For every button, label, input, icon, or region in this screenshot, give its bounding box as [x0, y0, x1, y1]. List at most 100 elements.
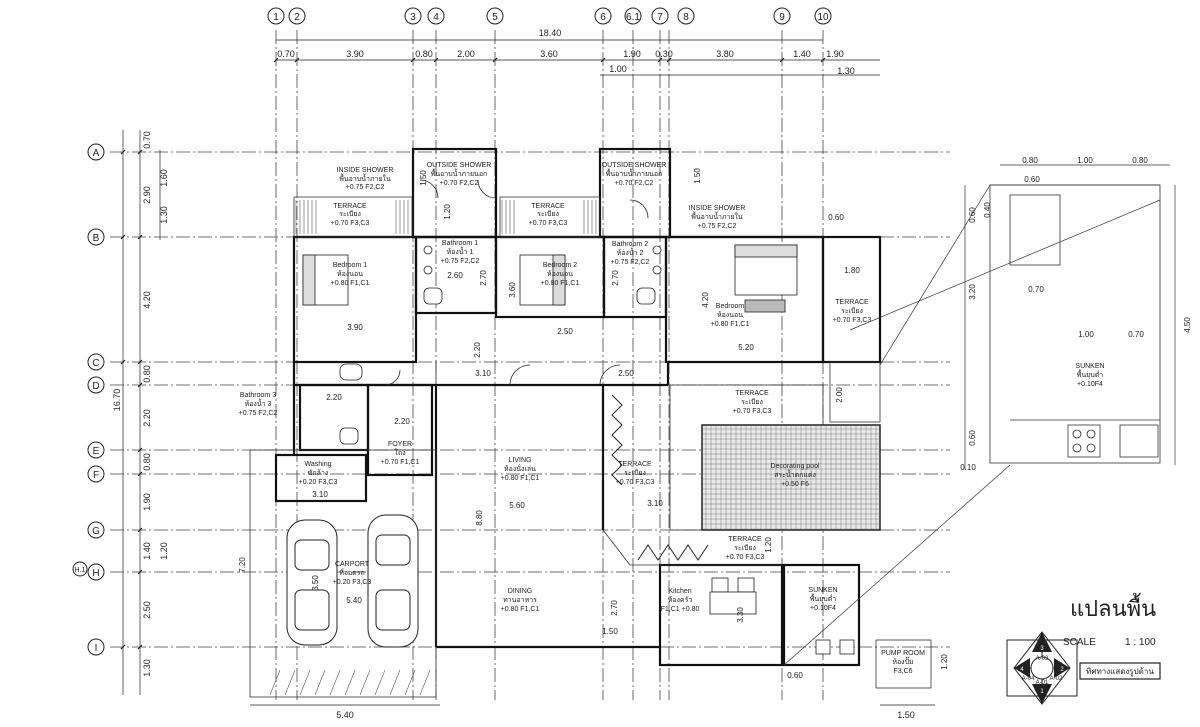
- dim-text: 1.40: [793, 49, 811, 59]
- svg-text:FOYER: FOYER: [388, 441, 412, 448]
- grid-row-label: B: [93, 233, 100, 244]
- dim-text: 5.40: [346, 596, 362, 605]
- grid-column-labels: 1 2 3 4 5 6 6.1 7 8 9 10: [273, 12, 829, 23]
- svg-text:F1,C1 +0.80: F1,C1 +0.80: [661, 606, 700, 613]
- svg-text:+0.50 F6: +0.50 F6: [781, 481, 809, 488]
- elevation-compass-icon: [1006, 631, 1078, 705]
- svg-text:A-01: A-01: [1036, 680, 1049, 686]
- svg-text:INSIDE SHOWER: INSIDE SHOWER: [337, 167, 394, 174]
- svg-text:พื้นยุบต่ำ: พื้นยุบต่ำ: [1077, 368, 1103, 379]
- grid-col-label: 4: [433, 12, 439, 23]
- dim-text: 1.20: [159, 542, 169, 560]
- grid-col-label: 7: [657, 12, 663, 23]
- svg-text:Bedroom: Bedroom: [716, 303, 745, 310]
- svg-text:A-04: A-04: [1022, 676, 1035, 682]
- detail-callout-lines: [783, 164, 1176, 666]
- svg-text:ห้องน้ำ 1: ห้องน้ำ 1: [447, 245, 474, 256]
- svg-text:INSIDE SHOWER: INSIDE SHOWER: [689, 205, 746, 212]
- compass-caption-box: [1079, 662, 1161, 680]
- svg-text:Bathroom 2: Bathroom 2: [612, 241, 648, 248]
- dim-text: 3.50: [311, 575, 320, 591]
- dim-text: 0.30: [655, 49, 673, 59]
- dim-text: 8.80: [475, 510, 484, 526]
- grid-col-label: 6.1: [626, 12, 640, 23]
- car-icons: [286, 514, 419, 648]
- room-label-bathroom-2: Bathroom 2ห้องน้ำ 2+0.75 F2,C2: [611, 241, 650, 266]
- dim-text: 2.00: [835, 387, 844, 403]
- grid-row-label-extra: H.1: [75, 567, 86, 574]
- svg-text:ห้องปั๊ม: ห้องปั๊ม: [892, 656, 913, 666]
- grid-row-label: A: [93, 148, 100, 159]
- dim-text: 2.70: [611, 270, 620, 286]
- svg-text:ห้องนอน: ห้องนอน: [337, 270, 363, 278]
- svg-text:+0.75 F2,C2: +0.75 F2,C2: [441, 258, 480, 265]
- inner-dimensions: 1.50 1.20 1.50 3.90 2.60 2.70 3.60 2.50 …: [238, 168, 949, 680]
- svg-text:OUTSIDE SHOWER: OUTSIDE SHOWER: [602, 162, 667, 169]
- grid-col-label: 2: [294, 12, 300, 23]
- dim-text: 2.20: [142, 409, 152, 427]
- grid-row-label: C: [92, 358, 99, 369]
- bottom-dimensions: 5.40 1.50: [336, 710, 915, 720]
- dim-text: 0.10: [960, 463, 976, 472]
- top-dimensions: 18.40 0.70 3.90 0.80 2.00 3.60 1.90 0.30…: [277, 28, 855, 76]
- dim-text: 2.50: [557, 327, 573, 336]
- grid-col-label: 5: [492, 12, 498, 23]
- svg-text:พื้นอาบน้ำภายนอก: พื้นอาบน้ำภายนอก: [431, 167, 488, 178]
- svg-text:Bathroom 3: Bathroom 3: [240, 392, 276, 399]
- dim-text: 0.80: [142, 365, 152, 383]
- dim-text: 7.20: [238, 557, 247, 573]
- dim-text: 1.50: [419, 170, 428, 186]
- svg-text:TERRACE: TERRACE: [735, 390, 769, 397]
- grid-row-bubbles: [72, 143, 105, 656]
- dim-text: 0.60: [968, 430, 977, 446]
- svg-text:SUNKEN: SUNKEN: [1075, 363, 1104, 370]
- svg-text:Washing: Washing: [305, 461, 332, 468]
- dim-text: 0.60: [1024, 175, 1040, 184]
- decorating-pool: [701, 424, 881, 531]
- svg-text:พื้นอาบน้ำภายใน: พื้นอาบน้ำภายใน: [691, 210, 743, 221]
- svg-text:2: 2: [1060, 667, 1064, 673]
- walls: [274, 147, 882, 667]
- dim-text: 2.20: [473, 342, 482, 358]
- bath-fixtures: [339, 245, 855, 655]
- dim-text: 1.00: [609, 64, 627, 74]
- svg-text:ที่จอดรถ: ที่จอดรถ: [339, 568, 364, 577]
- grid-col-label: 10: [817, 12, 829, 23]
- svg-text:ห้องนั่งเล่น: ห้องนั่งเล่น: [504, 464, 536, 473]
- dim-text: 2.50: [142, 601, 152, 619]
- door-swings: [384, 179, 649, 386]
- grid-col-label: 8: [683, 12, 689, 23]
- dim-text: 0.60: [968, 207, 977, 223]
- grid-row-label: E: [93, 446, 100, 457]
- dim-text: 2.00: [457, 49, 475, 59]
- dim-text: 0.80: [1022, 156, 1038, 165]
- svg-text:ระเบียง: ระเบียง: [741, 398, 763, 406]
- svg-text:+0.80 F1,C1: +0.80 F1,C1: [501, 606, 540, 613]
- dim-text: 2.90: [142, 186, 152, 204]
- svg-text:Decorating pool: Decorating pool: [770, 463, 819, 470]
- svg-text:LIVING: LIVING: [509, 457, 532, 464]
- svg-text:+0.70 F3,C3: +0.70 F3,C3: [616, 479, 655, 486]
- dim-text: 1.00: [1078, 330, 1094, 339]
- dim-text: 1.80: [844, 266, 860, 275]
- room-label-bedroom-1: Bedroom 1ห้องนอน+0.80 F1,C1: [331, 262, 370, 287]
- grid-row-labels: A B C D E F G H I H.1: [75, 148, 101, 654]
- svg-text:พื้นอาบน้ำภายนอก: พื้นอาบน้ำภายนอก: [606, 167, 663, 178]
- dim-text: 3.10: [475, 369, 491, 378]
- dim-text: 2.70: [479, 270, 488, 286]
- svg-text:+0.75 F2,C2: +0.75 F2,C2: [611, 259, 650, 266]
- svg-text:+0.75 F2,C2: +0.75 F2,C2: [346, 184, 385, 191]
- dim-text: 2.20: [326, 393, 342, 402]
- svg-text:ซักล้าง: ซักล้าง: [308, 469, 329, 477]
